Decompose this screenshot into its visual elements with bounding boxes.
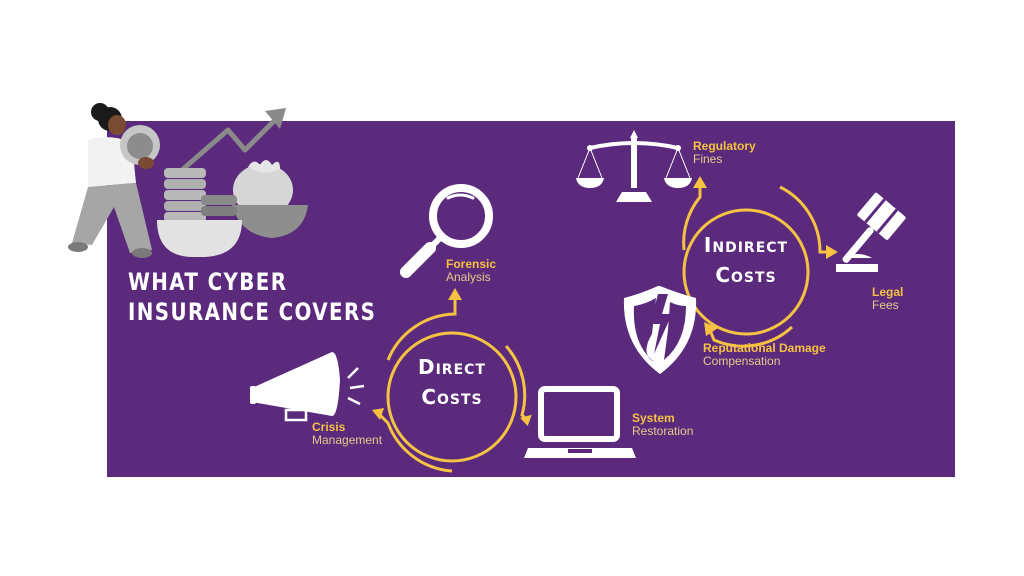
- label-system-restoration: System Restoration: [632, 411, 694, 438]
- label-reputational-damage-compensation: Reputational Damage Compensation: [703, 341, 826, 368]
- megaphone-icon: [250, 352, 365, 422]
- page-title: WHAT CYBER INSURANCE COVERS: [128, 267, 376, 327]
- title-line-1: WHAT CYBER: [128, 268, 288, 296]
- label-legal-fees: Legal Fees: [872, 285, 904, 312]
- label-crisis-management: Crisis Management: [312, 420, 383, 447]
- indirect-costs-hub: Indirect Costs: [703, 233, 789, 287]
- laptop-icon: [524, 386, 636, 458]
- label-regulatory-fines: Regulatory Fines: [693, 139, 756, 166]
- direct-costs-cycle-arrows: [372, 288, 532, 473]
- magnifying-glass-icon: [400, 184, 493, 278]
- broken-shield-icon: [623, 286, 697, 374]
- woman-with-coins-growth-illustration: [68, 103, 308, 258]
- indirect-costs-cycle-arrows: [682, 176, 838, 348]
- title-line-2: INSURANCE COVERS: [128, 298, 377, 326]
- gavel-icon: [836, 192, 906, 272]
- direct-costs-hub: Direct Costs: [418, 355, 486, 409]
- scales-of-justice-icon: [576, 130, 692, 202]
- label-forensic-analysis: Forensic Analysis: [446, 257, 497, 284]
